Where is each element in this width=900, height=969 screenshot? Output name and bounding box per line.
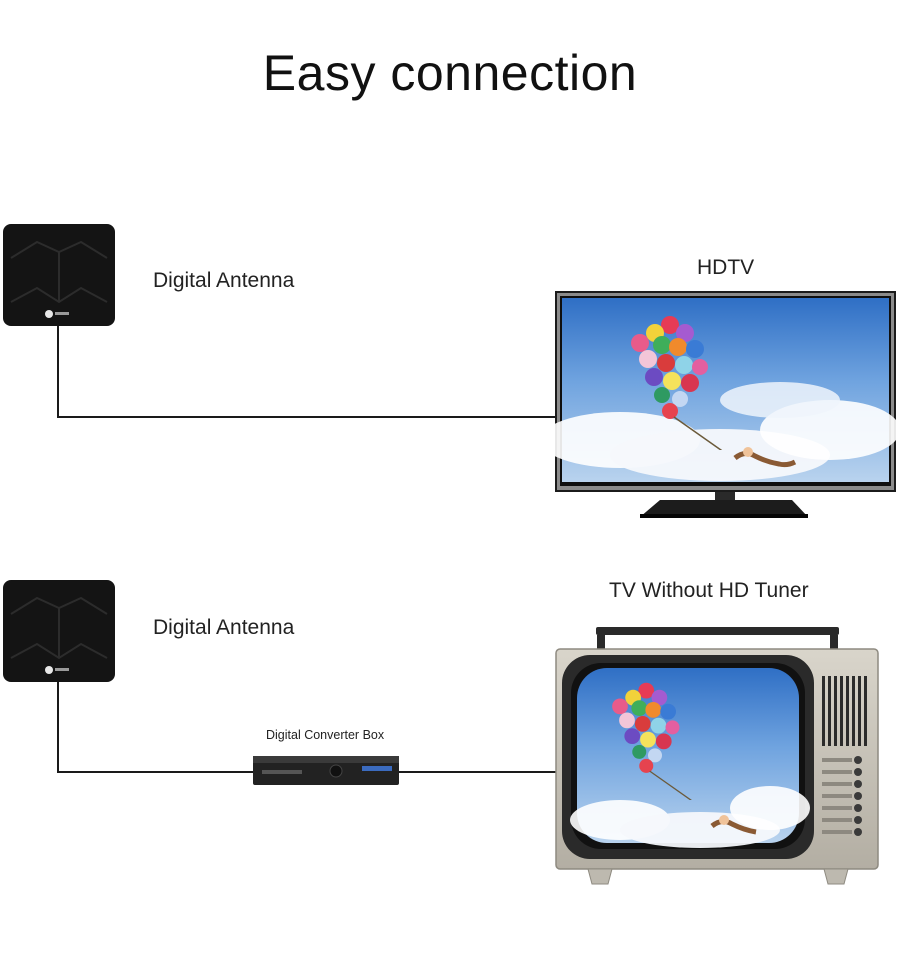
legacy-tv-label: TV Without HD Tuner (609, 579, 809, 602)
converter-box (253, 756, 399, 785)
antenna-label-bottom: Digital Antenna (153, 616, 295, 639)
cable-top (57, 326, 558, 418)
retro-tv (555, 627, 879, 885)
antenna-bottom (3, 580, 115, 682)
hdtv-label: HDTV (697, 256, 755, 279)
antenna-top (3, 224, 115, 326)
hdtv (540, 291, 900, 518)
page-title: Easy connection (262, 45, 638, 101)
converter-box-label: Digital Converter Box (266, 728, 385, 742)
antenna-label-top: Digital Antenna (153, 269, 295, 292)
cable-bottom-left (57, 682, 253, 773)
